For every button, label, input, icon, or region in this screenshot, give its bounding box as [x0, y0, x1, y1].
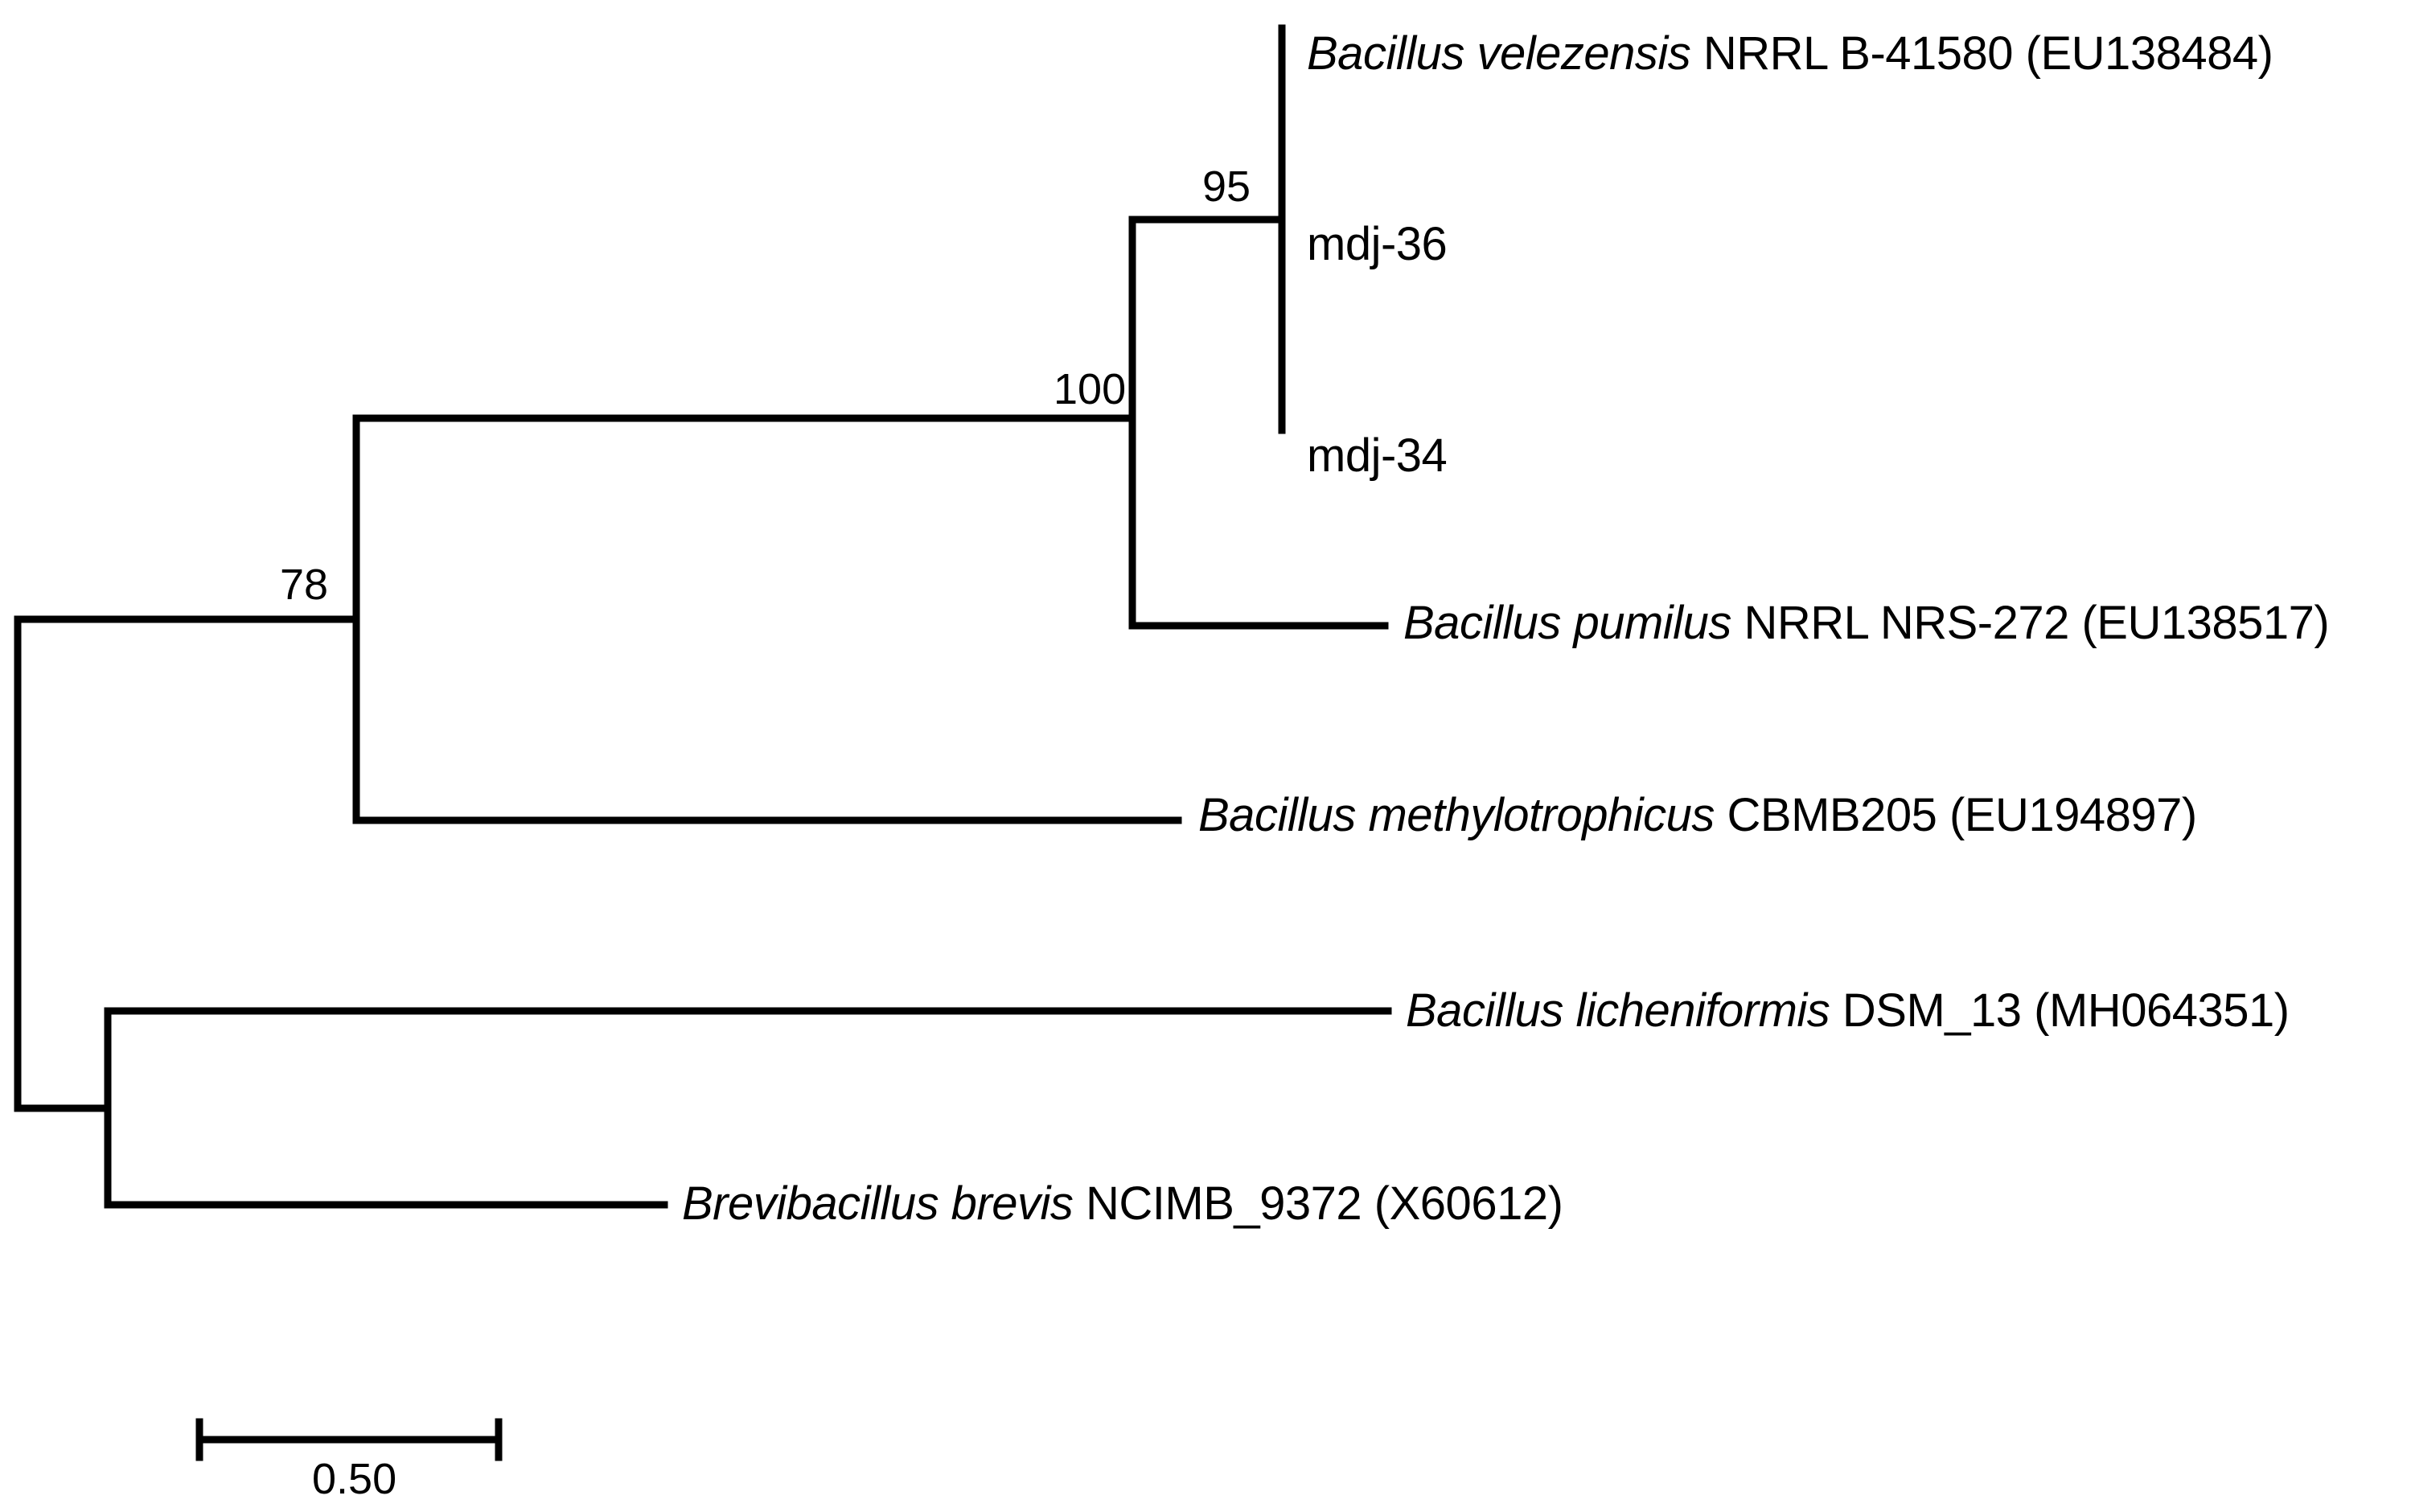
- bootstrap-value-velezensis-pumilus: 100: [1054, 365, 1127, 413]
- taxon-strain: NRRL B-41580 (EU138484): [1690, 27, 2273, 80]
- taxon-strain: CBMB205 (EU194897): [1714, 789, 2198, 841]
- taxon-label-brevis: Brevibacillus brevis NCIMB_9372 (X60612): [682, 1181, 1563, 1227]
- taxon-label-licheniformis: Bacillus licheniformis DSM_13 (MH064351): [1406, 988, 2290, 1034]
- taxon-label-mdj-34: mdj-34: [1307, 433, 1448, 479]
- taxon-strain: mdj-36: [1307, 218, 1448, 270]
- taxon-scientific-name: Brevibacillus brevis: [682, 1177, 1074, 1230]
- taxon-scientific-name: Bacillus methylotrophicus: [1198, 789, 1715, 841]
- taxon-strain: mdj-34: [1307, 429, 1448, 482]
- taxon-strain: NRRL NRS-272 (EU138517): [1731, 597, 2330, 649]
- bootstrap-value-mdj-clade: 95: [1202, 162, 1251, 211]
- taxon-label-velezensis: Bacillus velezensis NRRL B-41580 (EU1384…: [1307, 31, 2273, 77]
- scale-bar-label: 0.50: [312, 1455, 397, 1503]
- taxon-strain: DSM_13 (MH064351): [1830, 984, 2290, 1037]
- taxon-label-mdj-36: mdj-36: [1307, 218, 1448, 270]
- taxon-scientific-name: Bacillus licheniformis: [1406, 984, 1830, 1037]
- bootstrap-value-bacillus-core: 78: [280, 561, 329, 609]
- taxon-label-pumilus: Bacillus pumilus NRRL NRS-272 (EU138517): [1403, 597, 2330, 649]
- taxon-scientific-name: Bacillus pumilus: [1403, 597, 1731, 649]
- taxon-label-methylotrophicus: Bacillus methylotrophicus CBMB205 (EU194…: [1198, 792, 2197, 839]
- taxon-scientific-name: Bacillus velezensis: [1307, 27, 1691, 80]
- taxon-strain: NCIMB_9372 (X60612): [1073, 1177, 1563, 1230]
